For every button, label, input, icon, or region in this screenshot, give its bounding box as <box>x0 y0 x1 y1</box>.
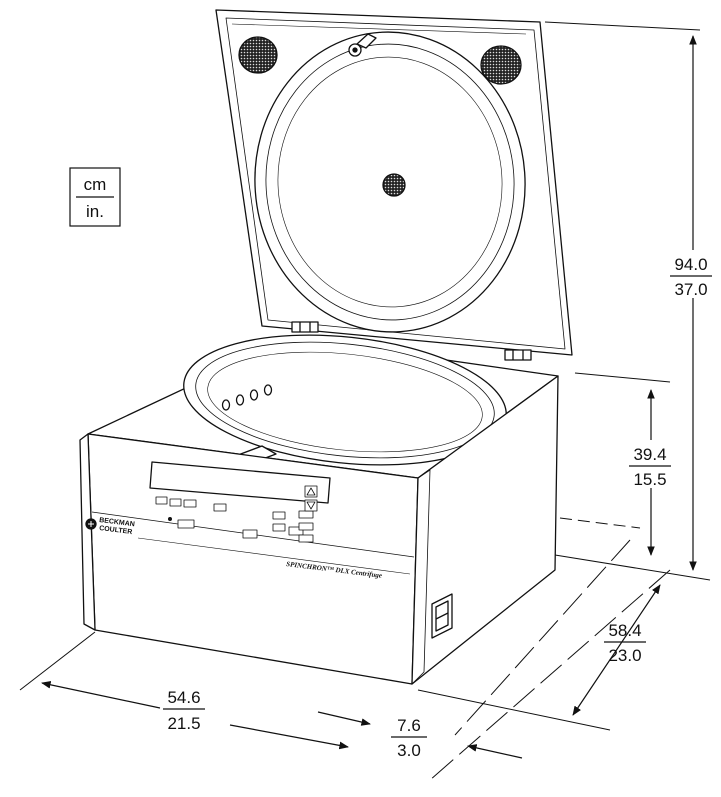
dim-depth: 58.4 23.0 <box>604 621 646 665</box>
brand-name-line2: COULTER <box>99 525 133 536</box>
width-in: 21.5 <box>167 714 200 733</box>
dim-body-height: 39.4 15.5 <box>626 440 674 489</box>
depth-arrow <box>572 584 661 716</box>
clearance-cm: 7.6 <box>397 716 421 735</box>
status-led <box>167 517 172 522</box>
depth-in: 23.0 <box>608 646 641 665</box>
total-height-cm: 94.0 <box>674 255 707 274</box>
lid-hinge-right <box>504 349 532 361</box>
panel-button[interactable] <box>213 503 227 512</box>
open-lid <box>215 9 573 361</box>
panel-button[interactable] <box>242 529 258 539</box>
lid-right-vent-icon <box>480 45 522 85</box>
display-window <box>149 461 331 504</box>
dim-clearance: 7.6 3.0 <box>388 712 432 760</box>
body-height-cm: 39.4 <box>633 445 666 464</box>
power-switch[interactable] <box>431 593 453 639</box>
dim-total-height: 94.0 37.0 <box>666 250 714 299</box>
width-arrow-right <box>229 724 349 750</box>
panel-button[interactable] <box>298 510 314 519</box>
cabinet-top <box>87 334 559 479</box>
unit-legend: cm in. <box>69 167 121 227</box>
legend-cm-label: cm <box>84 175 107 194</box>
clearance-in: 3.0 <box>397 741 421 760</box>
panel-buttons <box>155 496 314 543</box>
centrifuge-illustration <box>79 9 573 685</box>
width-cm: 54.6 <box>167 688 200 707</box>
panel-button[interactable] <box>183 499 197 508</box>
arrow-keys <box>304 485 318 512</box>
panel-button[interactable] <box>288 526 304 536</box>
body-height-in: 15.5 <box>633 470 666 489</box>
brand-logo <box>85 518 97 530</box>
total-height-in: 37.0 <box>674 280 707 299</box>
brand-name-line1: BECKMAN <box>99 517 135 528</box>
cabinet-front <box>79 433 419 685</box>
panel-button[interactable] <box>169 498 182 507</box>
cabinet-side <box>411 375 559 685</box>
dim-width: 54.6 21.5 <box>163 688 205 733</box>
chamber-holes <box>221 384 273 411</box>
panel-button[interactable] <box>177 519 195 529</box>
down-arrow-key-icon[interactable] <box>304 499 318 512</box>
panel-button[interactable] <box>155 496 168 505</box>
width-arrow-left <box>41 681 161 709</box>
legend-in-label: in. <box>86 202 104 221</box>
depth-cm: 58.4 <box>608 621 641 640</box>
clearance-arrow-left <box>317 711 371 726</box>
up-arrow-key-icon[interactable] <box>304 485 318 498</box>
lid-hinge-left <box>291 321 319 333</box>
lid-center-vent-icon <box>382 173 406 197</box>
panel-button[interactable] <box>298 534 314 543</box>
panel-button[interactable] <box>272 523 286 532</box>
lid-latch-icon <box>348 33 377 57</box>
panel-button[interactable] <box>272 511 286 520</box>
panel-button[interactable] <box>298 522 314 531</box>
clearance-arrow-right <box>467 744 523 759</box>
control-panel <box>149 461 331 543</box>
lid-left-vent-icon <box>238 36 278 74</box>
